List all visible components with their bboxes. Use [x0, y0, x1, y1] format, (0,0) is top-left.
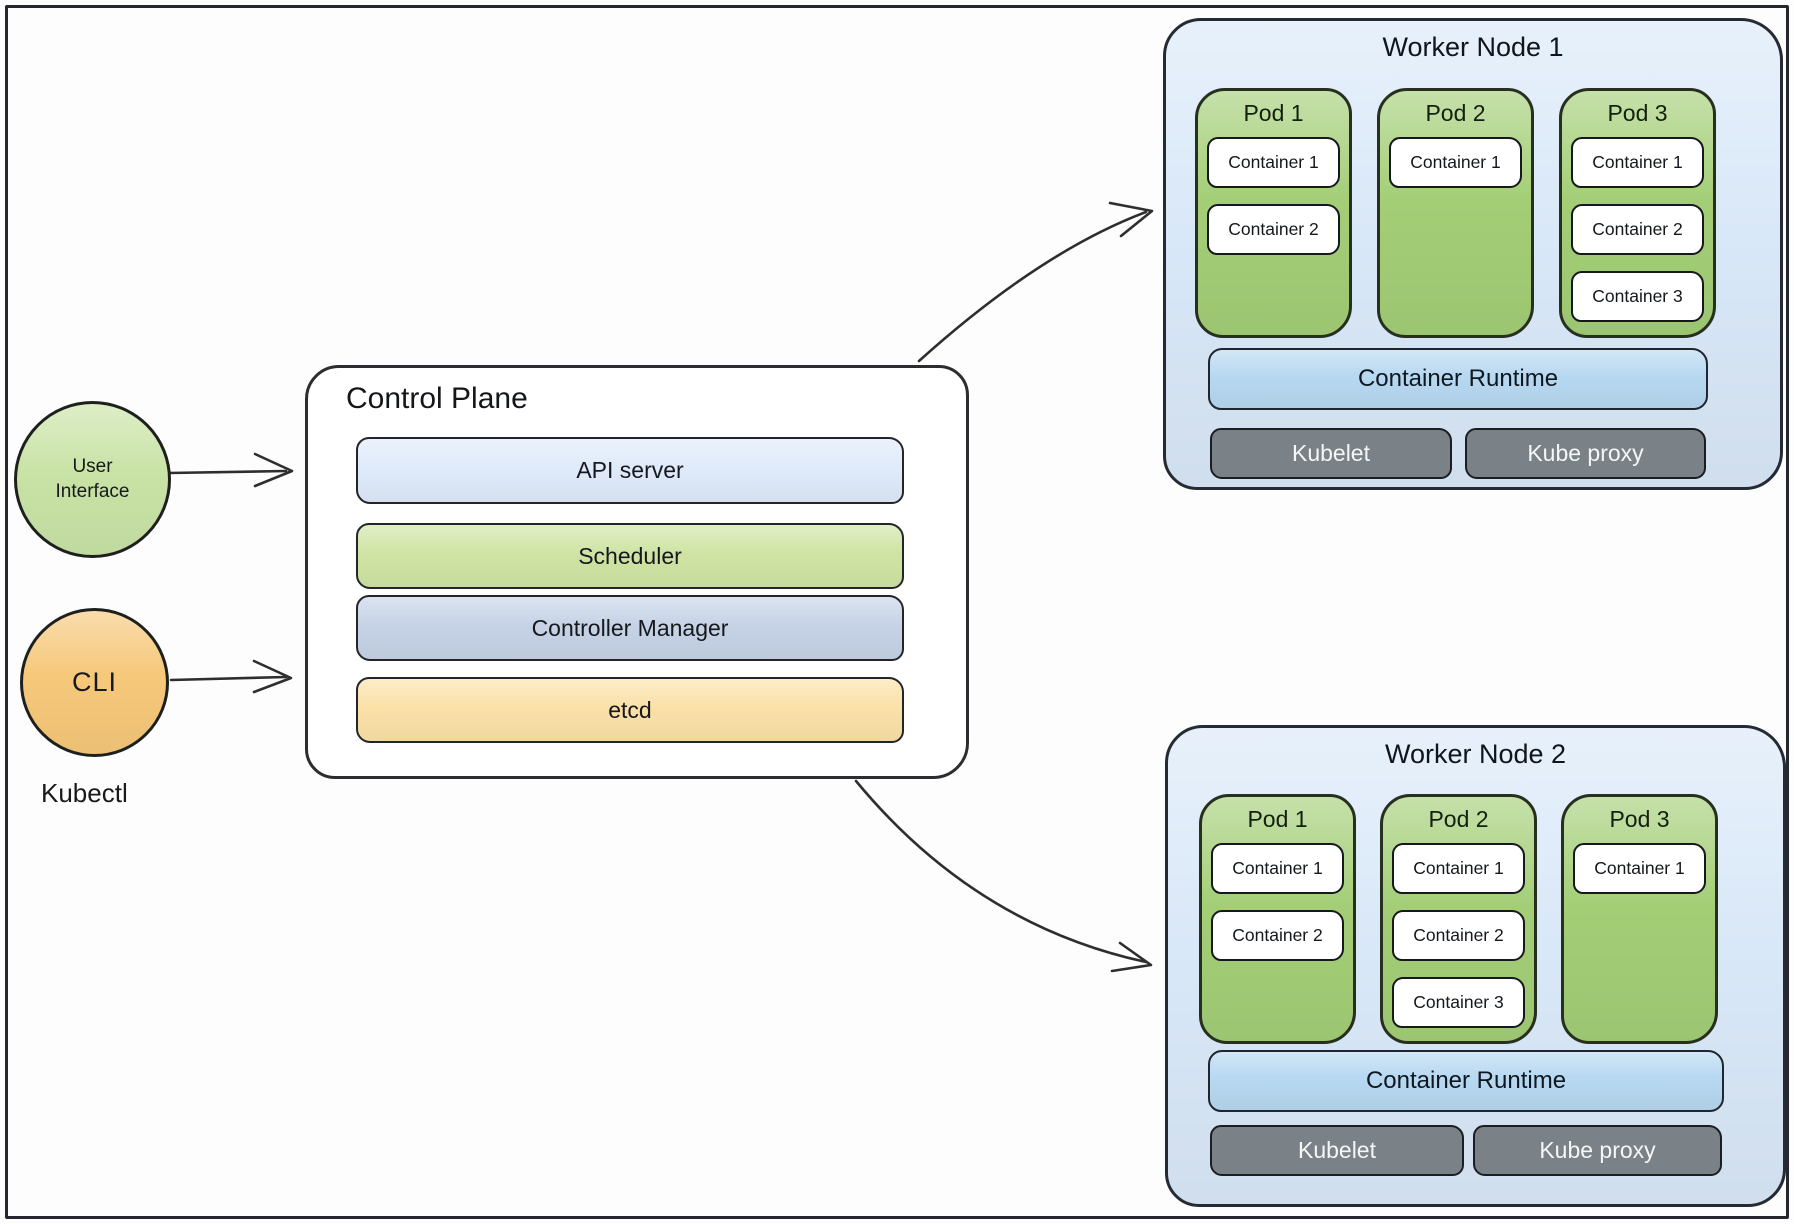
pod: Pod 2 Container 1 [1377, 88, 1534, 338]
pod-containers: Container 1 [1389, 137, 1522, 188]
pod: Pod 2 Container 1 Container 2 Container … [1380, 794, 1537, 1044]
arrow-control-plane-to-worker-node-1 [917, 201, 1154, 363]
worker-node-1: Worker Node 1 Pod 1 Container 1 Containe… [1163, 18, 1783, 490]
container-runtime-bar: Container Runtime [1208, 348, 1708, 410]
container-box: Container 2 [1571, 204, 1704, 255]
container-box: Container 3 [1392, 977, 1525, 1028]
worker-node-2-pods: Pod 1 Container 1 Container 2 Pod 2 Cont… [1199, 794, 1718, 1044]
worker-node-1-title: Worker Node 1 [1382, 32, 1564, 62]
container-box: Container 2 [1392, 910, 1525, 961]
kubectl-caption: Kubectl [41, 778, 128, 808]
container-box: Container 2 [1207, 204, 1340, 255]
arrow-control-plane-to-worker-node-2 [854, 779, 1153, 973]
container-box: Container 1 [1211, 843, 1344, 894]
arrow-user-interface-to-control-plane [167, 452, 294, 488]
container-box: Container 1 [1207, 137, 1340, 188]
control-plane-title: Control Plane [346, 382, 528, 415]
pod-title: Pod 1 [1243, 100, 1304, 126]
container-box: Container 1 [1573, 843, 1706, 894]
user-interface-label: User Interface [55, 455, 130, 502]
arrow-cli-to-control-plane [169, 659, 293, 694]
worker-node-2: Worker Node 2 Pod 1 Container 1 Containe… [1165, 725, 1786, 1207]
pod: Pod 1 Container 1 Container 2 [1195, 88, 1352, 338]
cli-node: CLI [20, 608, 169, 757]
pod: Pod 3 Container 1 Container 2 Container … [1559, 88, 1716, 338]
kube-proxy-bar: Kube proxy [1465, 428, 1706, 479]
container-box: Container 2 [1211, 910, 1344, 961]
pod-containers: Container 1 Container 2 Container 3 [1571, 137, 1704, 322]
etcd-component: etcd [356, 677, 904, 743]
pod-containers: Container 1 Container 2 [1211, 843, 1344, 961]
pod-containers: Container 1 [1573, 843, 1706, 894]
kubelet-bar: Kubelet [1210, 428, 1452, 479]
user-interface-node: User Interface [14, 401, 171, 558]
scheduler-component: Scheduler [356, 523, 904, 589]
pod-title: Pod 2 [1425, 100, 1486, 126]
container-box: Container 1 [1571, 137, 1704, 188]
pod-title: Pod 3 [1609, 806, 1670, 832]
control-plane-box: Control Plane API server Scheduler Contr… [305, 365, 969, 779]
container-box: Container 1 [1392, 843, 1525, 894]
cli-label: CLI [71, 667, 118, 697]
container-box: Container 3 [1571, 271, 1704, 322]
kubelet-bar: Kubelet [1210, 1125, 1464, 1176]
pod: Pod 1 Container 1 Container 2 [1199, 794, 1356, 1044]
worker-node-1-pods: Pod 1 Container 1 Container 2 Pod 2 Cont… [1195, 88, 1716, 338]
pod: Pod 3 Container 1 [1561, 794, 1718, 1044]
pod-title: Pod 1 [1247, 806, 1308, 832]
pod-containers: Container 1 Container 2 [1207, 137, 1340, 255]
container-box: Container 1 [1389, 137, 1522, 188]
api-server-component: API server [356, 437, 904, 504]
kube-proxy-bar: Kube proxy [1473, 1125, 1722, 1176]
pod-title: Pod 2 [1428, 806, 1489, 832]
controller-manager-component: Controller Manager [356, 595, 904, 661]
container-runtime-bar: Container Runtime [1208, 1050, 1724, 1112]
pod-containers: Container 1 Container 2 Container 3 [1392, 843, 1525, 1028]
worker-node-2-title: Worker Node 2 [1384, 739, 1567, 769]
pod-title: Pod 3 [1607, 100, 1668, 126]
